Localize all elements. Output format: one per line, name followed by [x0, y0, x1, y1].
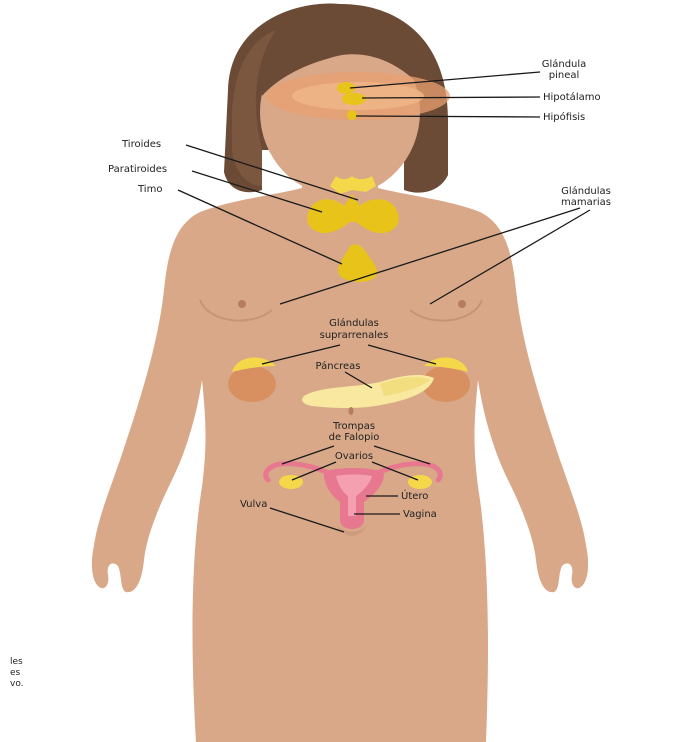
pituitary-gland — [347, 110, 357, 120]
label-tiroides: Tiroides — [121, 139, 161, 150]
navel — [349, 407, 354, 415]
label-mamarias-1: Glándulas — [561, 185, 611, 197]
label-vulva: Vulva — [240, 499, 267, 510]
label-suprarrenales-1: Glándulas — [329, 317, 379, 329]
label-mamarias-2: mamarias — [561, 197, 611, 208]
label-timo: Timo — [137, 184, 162, 195]
label-pancreas: Páncreas — [316, 360, 361, 372]
edge-text-line-1: les — [10, 657, 23, 667]
edge-text-line-2: es — [10, 668, 21, 678]
label-ovarios: Ovarios — [335, 451, 373, 462]
kidney-left — [228, 366, 276, 402]
label-trompas-2: de Falopio — [329, 432, 380, 443]
nipple-left — [238, 300, 246, 308]
label-trompas-1: Trompas — [332, 421, 375, 432]
label-hipofisis: Hipófisis — [543, 111, 585, 123]
label-pineal-1: Glándula — [542, 58, 587, 70]
nipple-right — [458, 300, 466, 308]
label-utero: Útero — [401, 489, 428, 502]
body-silhouette — [92, 150, 588, 742]
label-paratiroides: Paratiroides — [108, 164, 167, 175]
label-hipotalamo: Hipotálamo — [543, 91, 601, 103]
label-vagina: Vagina — [403, 509, 437, 520]
edge-text-fragments: les es vo. — [10, 657, 24, 689]
hypothalamus — [342, 93, 366, 105]
label-pineal-2: pineal — [549, 70, 580, 81]
label-suprarrenales-2: suprarrenales — [320, 330, 389, 341]
edge-text-line-3: vo. — [10, 679, 24, 689]
